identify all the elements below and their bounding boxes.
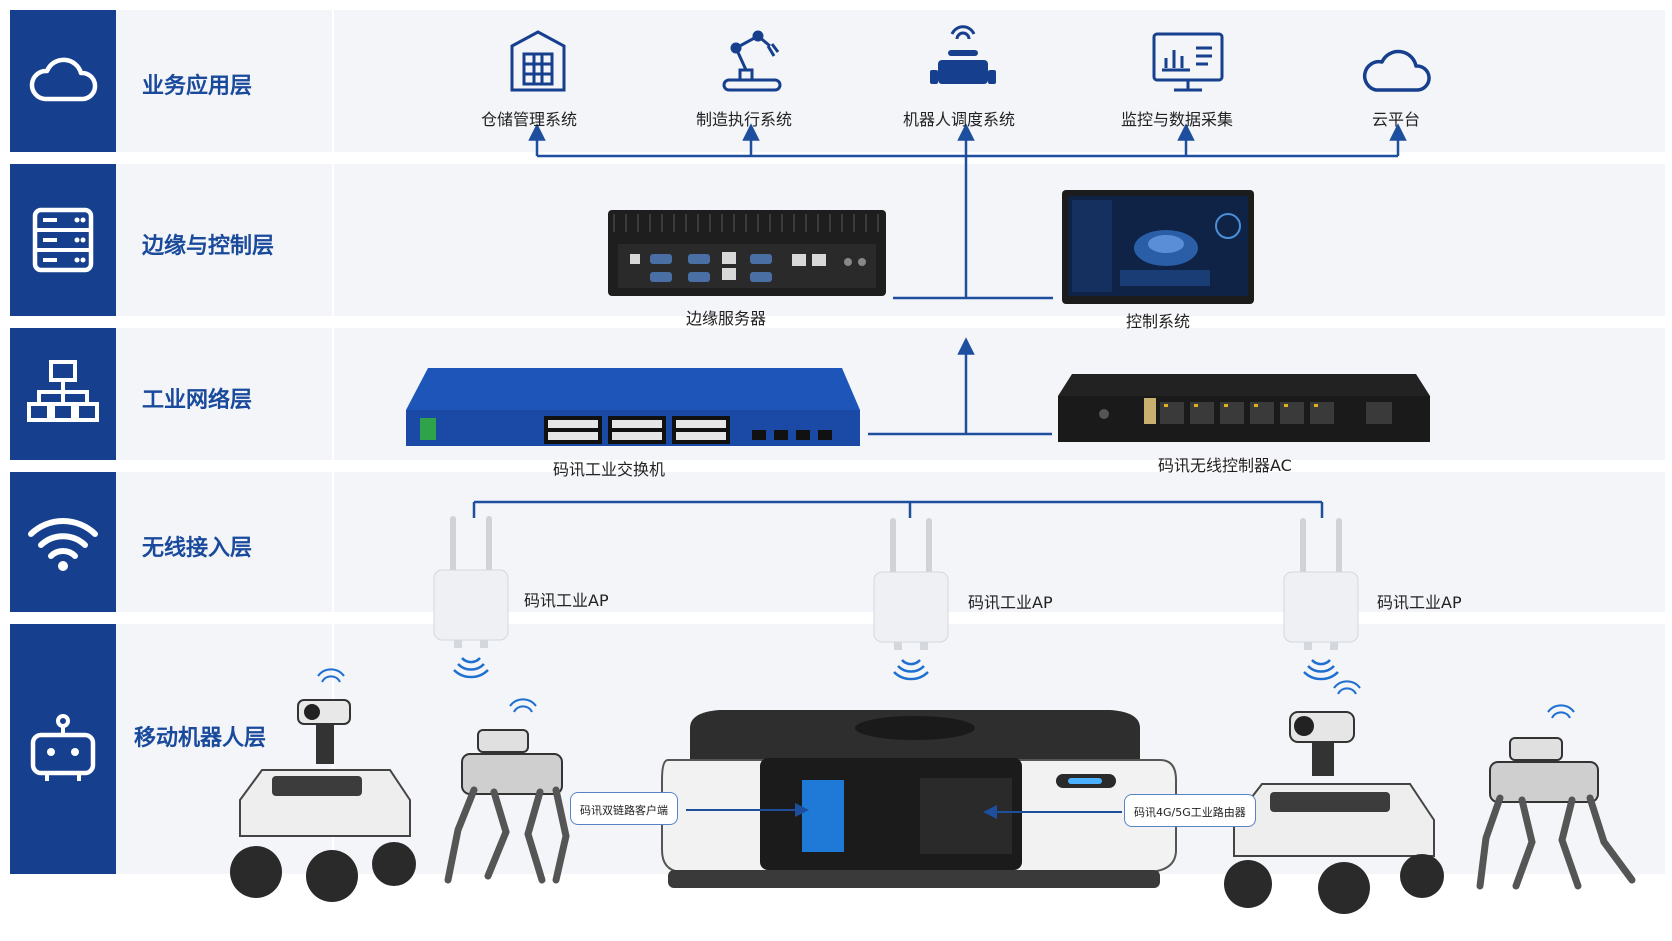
router-callout: 码讯4G/5G工业路由器 <box>1124 794 1256 827</box>
layer-title: 业务应用层 <box>142 74 253 99</box>
cloud-icon <box>10 10 116 152</box>
robot-dog-right <box>1476 704 1636 890</box>
robot-dog-left <box>444 698 570 884</box>
ac-label: 码讯无线控制器AC <box>1158 456 1292 475</box>
center-agv-robot <box>661 710 1177 888</box>
app-label-cloud: 云平台 <box>1372 110 1421 129</box>
layer-wireless: 无线接入层 <box>10 472 1665 612</box>
ap-device-2 <box>873 518 949 681</box>
dual-link-client-label: 码讯双链路客户端 <box>580 804 668 817</box>
layer-title: 移动机器人层 <box>134 726 267 751</box>
ap-label-2: 码讯工业AP <box>968 593 1053 612</box>
ap-device-1 <box>433 516 509 679</box>
control-system-label: 控制系统 <box>1126 312 1191 331</box>
app-label-mes: 制造执行系统 <box>696 110 793 129</box>
app-label-dispatch: 机器人调度系统 <box>903 110 1016 129</box>
wheeled-robot-right <box>1224 680 1444 914</box>
ap-label-3: 码讯工业AP <box>1377 593 1462 612</box>
switch-label: 码讯工业交换机 <box>553 460 666 479</box>
control-system-image <box>1062 190 1254 304</box>
warehouse-icon <box>510 30 566 92</box>
server-icon <box>10 164 116 316</box>
router-label: 码讯4G/5G工业路由器 <box>1134 806 1246 819</box>
layer-business: 业务应用层 <box>10 10 1665 152</box>
robot-icon <box>10 624 116 874</box>
layer-title: 无线接入层 <box>142 536 253 561</box>
app-label-warehouse: 仓储管理系统 <box>481 110 578 129</box>
ap-device-3 <box>1283 518 1359 681</box>
edge-server-label: 边缘服务器 <box>686 309 767 328</box>
dual-link-client-callout: 码讯双链路客户端 <box>570 792 678 825</box>
wheeled-robot-left <box>230 668 416 902</box>
robot-arm-icon <box>722 30 782 92</box>
edge-server-image <box>608 210 886 296</box>
layer-title: 工业网络层 <box>142 388 253 413</box>
robot-dispatch-icon <box>930 25 996 84</box>
cloud-platform-icon <box>1363 49 1431 92</box>
business-bus-lines <box>472 123 1407 518</box>
industrial-switch-image <box>406 368 860 446</box>
wifi-icon <box>10 472 116 612</box>
layer-title: 边缘与控制层 <box>142 234 275 259</box>
ap-label-1: 码讯工业AP <box>524 591 609 610</box>
wireless-ac-image <box>1058 374 1430 442</box>
network-icon <box>10 328 116 460</box>
app-label-monitor: 监控与数据采集 <box>1121 110 1234 129</box>
monitor-chart-icon <box>1152 32 1224 92</box>
